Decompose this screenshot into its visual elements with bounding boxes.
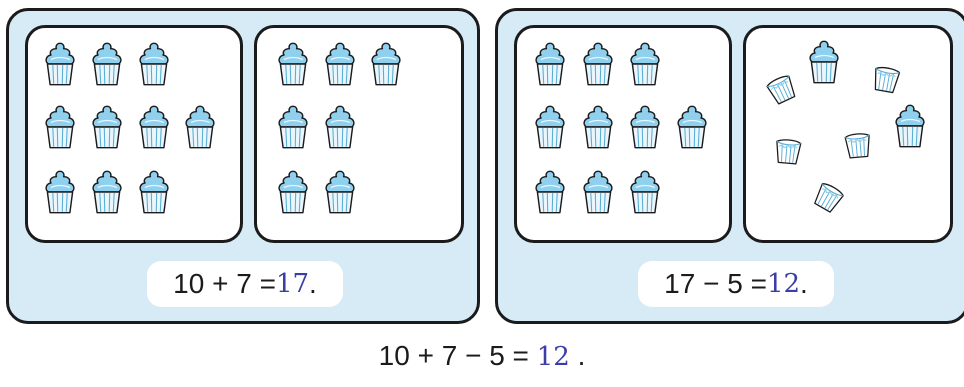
cupcake-icon bbox=[42, 168, 78, 216]
cupcake-icon bbox=[532, 103, 568, 151]
cupcake-icon bbox=[322, 103, 358, 151]
cupcake-icon bbox=[580, 103, 616, 151]
cupcake-icon bbox=[627, 103, 663, 151]
cupcake-icon bbox=[322, 40, 358, 88]
cupcake-icon bbox=[136, 168, 172, 216]
addition-answer: 17 bbox=[276, 269, 309, 299]
subtraction-answer: 12 bbox=[767, 269, 800, 299]
cupcake-icon bbox=[136, 103, 172, 151]
addition-equation-end: . bbox=[309, 268, 317, 300]
cupcake-icon bbox=[627, 168, 663, 216]
combined-answer: 12 bbox=[537, 342, 570, 372]
cupcake-icon bbox=[42, 103, 78, 151]
cupcake-icon bbox=[580, 40, 616, 88]
subtraction-equation-lhs: 17 − 5 = bbox=[664, 268, 767, 300]
subtraction-equation-end: . bbox=[800, 268, 808, 300]
combined-equation-lhs: 10 + 7 − 5 = bbox=[379, 340, 537, 371]
cupcake-icon bbox=[275, 168, 311, 216]
cupcake-icon bbox=[322, 168, 358, 216]
cupcake-icon bbox=[136, 40, 172, 88]
addition-equation-lhs: 10 + 7 = bbox=[173, 268, 276, 300]
cupcake-icon bbox=[674, 103, 710, 151]
cupcake-wrapper-icon bbox=[867, 61, 904, 98]
cupcake-wrapper-icon bbox=[771, 135, 806, 170]
cupcake-icon bbox=[892, 102, 928, 150]
cupcake-wrapper-icon bbox=[841, 129, 876, 164]
cupcake-icon bbox=[580, 168, 616, 216]
cupcake-icon bbox=[89, 40, 125, 88]
cupcake-icon bbox=[806, 38, 842, 86]
cupcake-icon bbox=[275, 40, 311, 88]
cupcake-icon bbox=[182, 103, 218, 151]
cupcake-icon bbox=[275, 103, 311, 151]
cupcake-icon bbox=[368, 40, 404, 88]
cupcake-icon bbox=[627, 40, 663, 88]
cupcake-icon bbox=[532, 40, 568, 88]
combined-equation: 10 + 7 − 5 = 12 . bbox=[0, 340, 964, 372]
addition-equation: 10 + 7 = 17 . bbox=[147, 261, 343, 307]
combined-equation-end: . bbox=[578, 340, 586, 371]
cupcake-icon bbox=[42, 40, 78, 88]
cupcake-icon bbox=[89, 103, 125, 151]
cupcake-icon bbox=[89, 168, 125, 216]
cupcake-icon bbox=[532, 168, 568, 216]
subtraction-equation: 17 − 5 = 12 . bbox=[638, 261, 834, 307]
